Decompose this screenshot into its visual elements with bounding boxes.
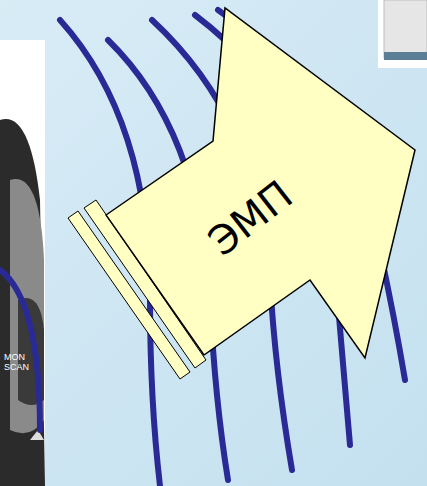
radio-button-label: SCAN: [4, 362, 29, 372]
device-base: [384, 52, 427, 60]
photo-background: [0, 40, 45, 486]
wave-line: [0, 270, 40, 430]
radio-body: [0, 119, 45, 486]
photo-background: [0, 40, 45, 486]
arrow-shape: [106, 8, 415, 358]
radio-button-label: MON: [4, 352, 25, 362]
device-body: [384, 0, 427, 58]
device-case: [378, 0, 427, 68]
